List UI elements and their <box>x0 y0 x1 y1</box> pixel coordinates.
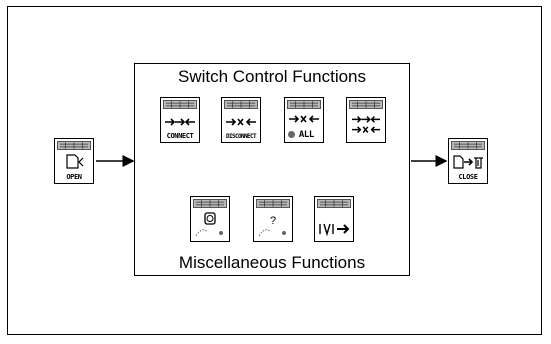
close-vi-caption: CLOSE <box>458 173 478 181</box>
query-state-icon: ? <box>258 215 286 237</box>
connect-disconnect-icon <box>352 116 380 133</box>
disconnect-all-label: ALL <box>298 130 314 140</box>
document-close-trash-icon <box>453 155 483 169</box>
globe-icon <box>288 131 295 138</box>
close-vi-icon[interactable]: CLOSE <box>448 138 488 184</box>
vi-header-bar <box>57 141 91 150</box>
connect-vi-caption: CONNECT <box>166 132 194 140</box>
open-vi-caption: OPEN <box>66 173 82 181</box>
timer-wait-icon <box>195 212 223 237</box>
vi-header-bar <box>163 100 197 109</box>
disconnect-arrows-icon <box>226 118 256 126</box>
vi-header-bar <box>193 199 227 208</box>
utility-arrow-icon <box>319 223 350 237</box>
disconnect-all-vi-caption: ALL <box>288 130 323 140</box>
utility-vi-icon[interactable] <box>314 196 354 242</box>
connect-disconnect-vi-icon[interactable] <box>346 97 386 143</box>
vi-header-bar <box>451 141 485 150</box>
misc-functions-title: Miscellaneous Functions <box>178 253 366 272</box>
svg-text:?: ? <box>270 215 276 227</box>
connect-arrows-icon <box>165 118 195 126</box>
vi-header-bar <box>287 100 321 109</box>
vi-header-bar <box>317 199 351 208</box>
vi-header-bar <box>256 199 290 208</box>
wait-vi-icon[interactable] <box>190 196 230 242</box>
vi-header-bar <box>224 100 258 109</box>
vi-header-bar <box>349 100 383 109</box>
functions-group: Switch Control Functions CONNECT DISCONN… <box>134 63 410 276</box>
disconnect-all-vi-icon[interactable]: ALL <box>284 97 324 143</box>
disconnect-vi-icon[interactable]: DISCONNECT <box>221 97 261 143</box>
diagram-frame <box>7 6 542 335</box>
open-vi-icon[interactable]: OPEN <box>54 138 94 184</box>
switch-control-title: Switch Control Functions <box>177 67 367 86</box>
disconnect-all-icon <box>289 115 319 123</box>
query-vi-icon[interactable]: ? <box>253 196 293 242</box>
disconnect-vi-caption: DISCONNECT <box>225 133 257 140</box>
connect-vi-icon[interactable]: CONNECT <box>160 97 200 143</box>
document-open-icon <box>66 154 84 169</box>
